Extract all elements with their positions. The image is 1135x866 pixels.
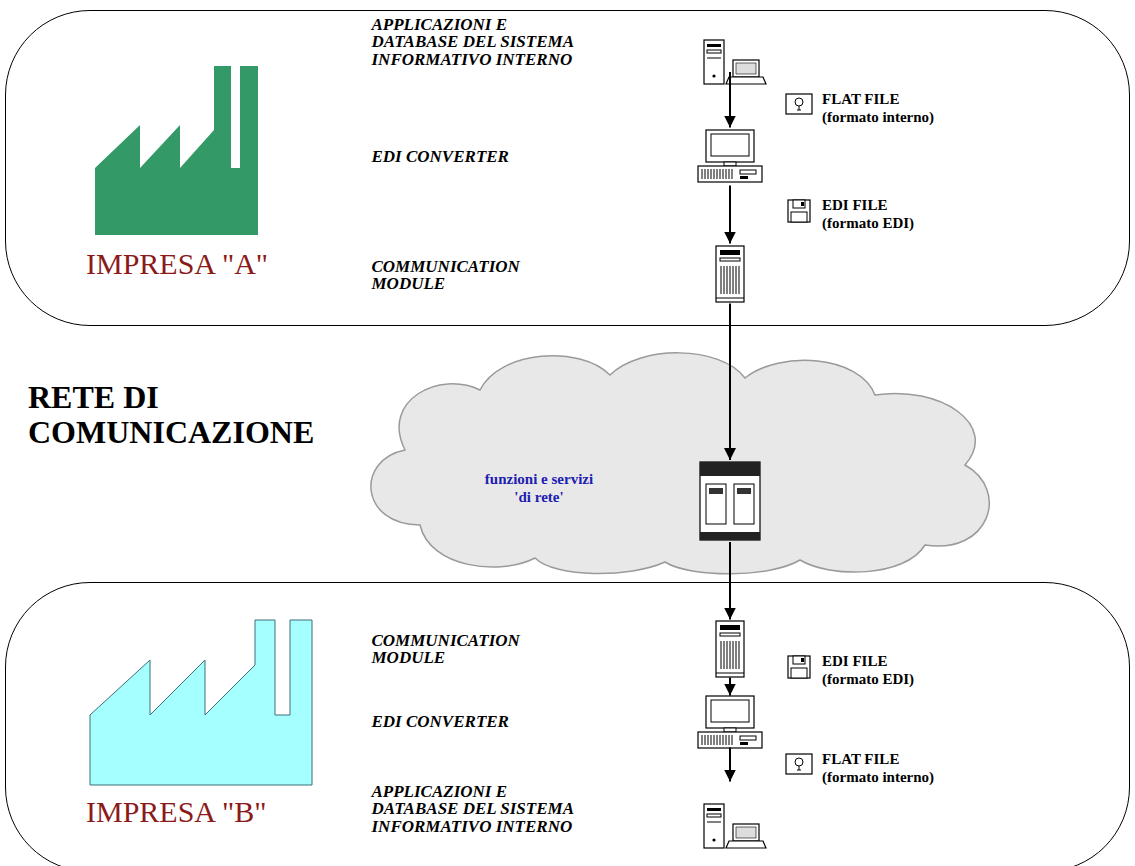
server-top [700,462,760,476]
server-bay [734,484,754,524]
flow-arrow [729,748,731,782]
converter-icon [698,130,762,182]
step-label: EDI CONVERTER [372,148,574,166]
server-bay [706,484,726,524]
server-drive [737,488,751,494]
company-name: IMPRESA "A" [86,247,268,280]
step-label: APPLICAZIONI E DATABASE DEL SISTEMA INFO… [372,783,574,837]
system-step: EDI CONVERTER [372,696,772,748]
network-cloud-shape [371,353,989,574]
module-icon [716,246,744,302]
company-name: IMPRESA "B" [86,795,266,828]
network-services: funzioni e servizi 'di rete' [480,470,598,506]
file-label-box: FLAT FILE (formato interno) [822,90,946,126]
company-region: IMPRESA "B" COMMUNICATION MODULE EDI CONVE… [5,582,1130,866]
factory-b [90,620,312,785]
system-step: COMMUNICATION MODULE [372,620,772,678]
step-label: COMMUNICATION MODULE [372,632,574,668]
network-heading: RETE DI COMUNICAZIONE [28,380,358,450]
flow-arrow [729,678,731,696]
floppy-icon [788,656,810,678]
file-format-label: FLAT FILE (formato interno) [822,90,946,126]
flat-file-icon [786,94,812,114]
flow-arrow [729,304,731,461]
floppy-icon [788,200,810,222]
server-case [700,462,760,540]
system-step: APPLICAZIONI E DATABASE DEL SISTEMA INFO… [372,782,772,854]
step-label: EDI CONVERTER [372,713,574,731]
flow-arrow [729,542,731,620]
file-format-label: FLAT FILE (formato interno) [822,750,946,786]
file-label-box: FLAT FILE (formato interno) [822,750,946,786]
system-step: EDI CONVERTER [372,128,772,186]
file-format-label: EDI FILE (formato EDI) [822,196,922,232]
server-drive [709,488,723,494]
file-label-box: EDI FILE (formato EDI) [822,652,922,688]
system-step: COMMUNICATION MODULE [372,244,772,304]
flow-arrow [729,72,731,127]
step-label: COMMUNICATION MODULE [372,258,574,294]
system-step: APPLICAZIONI E DATABASE DEL SISTEMA INFO… [372,16,772,73]
computer-icon [704,40,766,84]
module-icon [716,621,744,677]
step-label: APPLICAZIONI E DATABASE DEL SISTEMA INFO… [372,16,574,70]
file-format-label: EDI FILE (formato EDI) [822,652,922,688]
flow-arrow [729,186,731,244]
company-region: IMPRESA "A" APPLICAZIONI E DATABASE DEL S… [5,10,1130,326]
server-base [700,532,760,540]
network-cloud: funzioni e servizi 'di rete' [480,460,766,542]
file-label-box: EDI FILE (formato EDI) [822,196,922,232]
server-icon [700,462,760,540]
converter-icon [698,696,762,748]
network-heading-box: RETE DI COMUNICAZIONE [28,380,358,450]
computer-icon [704,804,766,848]
flat-file-icon [786,754,812,774]
factory-a [95,66,258,235]
